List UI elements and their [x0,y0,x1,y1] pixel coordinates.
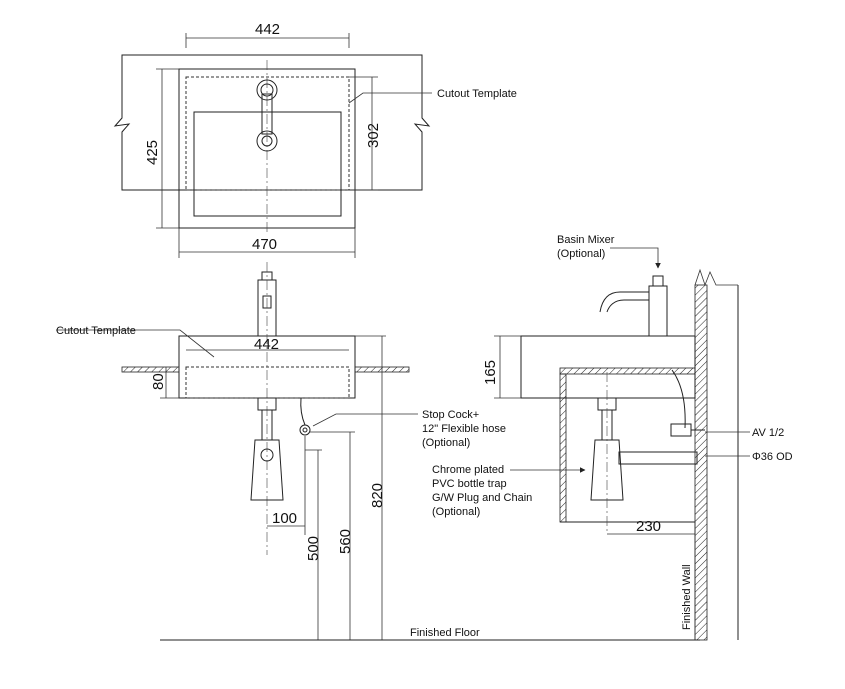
tap-top-icon [256,79,278,152]
label-mixer-2: (Optional) [557,248,605,260]
stop-cock-icon [299,397,311,436]
side-basin [520,335,696,399]
label-top-cutout-template: Cutout Template [437,88,517,100]
dim-basin-depth: 425 [144,140,161,165]
countertop-outline [113,54,431,191]
label-trap-2: PVC bottle trap [432,478,507,490]
dim-cutout-depth: 302 [365,123,382,148]
dim-top-cutout-width: 442 [255,21,280,38]
label-finished-wall: Finished Wall [681,564,693,630]
label-trap-4: (Optional) [432,506,480,518]
front-cutout-template [185,366,350,399]
bottle-trap-front-icon [250,397,284,501]
cutout-template [185,76,350,191]
label-stop-cock-2: 12" Flexible hose [422,423,506,435]
top-view: 442 425 302 470 Cutout Template [113,21,517,258]
dim-820: 820 [369,483,386,508]
label-av: AV 1/2 [752,427,784,439]
label-stop-cock-1: Stop Cock+ [422,409,479,421]
dim-500: 500 [305,536,322,561]
front-view: 442 80 Cutout Template 100 500 560 820 S… [56,262,700,641]
dim-counter-thickness: 80 [150,373,167,390]
label-od: Φ36 OD [752,451,793,463]
label-front-cutout-template: Cutout Template [56,325,136,337]
label-mixer-1: Basin Mixer [557,234,615,246]
label-stop-cock-3: (Optional) [422,437,470,449]
dim-basin-width: 470 [252,236,277,253]
basin-mixer-side-icon [599,275,668,337]
dim-projection: 230 [636,518,661,535]
label-finished-floor: Finished Floor [410,627,480,639]
label-trap-3: G/W Plug and Chain [432,492,532,504]
side-view: Basin Mixer (Optional) 165 AV 1/2 Φ36 OD… [482,234,793,641]
dim-560: 560 [337,529,354,554]
label-trap-1: Chrome plated [432,464,504,476]
dim-front-cutout-width: 442 [254,336,279,353]
dim-basin-height: 165 [482,360,499,385]
dim-offset: 100 [272,510,297,527]
inner-bowl [193,111,342,217]
